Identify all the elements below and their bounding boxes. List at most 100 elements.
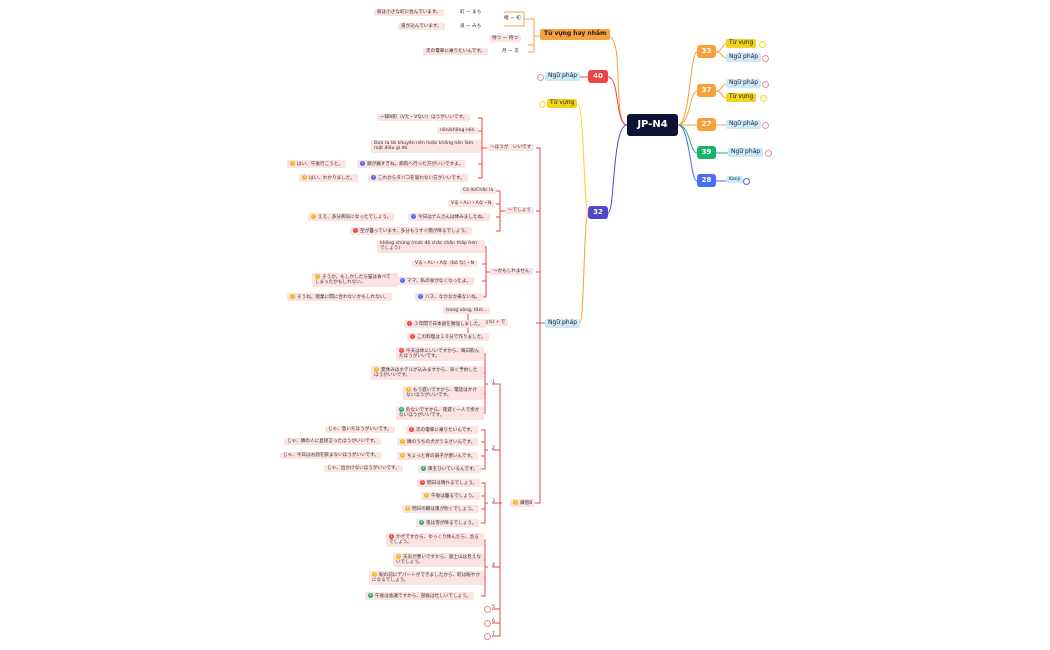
practice-number-3[interactable]: 3 (492, 499, 495, 504)
grammar-kamo-meaning: không chừng (mức độ chắc chắn thấp hơn で… (377, 240, 485, 253)
collapse-toggle[interactable] (762, 81, 769, 88)
vocab-sentence-1: 彼は小さな町に住んでいます。 (374, 9, 444, 17)
grammar-hou-explain: Đưa ra lời khuyên nên hoặc không nên làm… (371, 140, 481, 153)
grammar-quantity-de[interactable]: lượng từ + で (472, 319, 509, 327)
hub-39[interactable]: 39 (697, 146, 716, 159)
vocab-sentence-2: 道が込んでいます。 (398, 23, 445, 31)
example-text: 今日はナムさんは休みましたね。 (418, 215, 487, 220)
example-text: 午後は会議ですから、部長は忙しいでしょう。 (375, 594, 472, 599)
collapse-toggle[interactable] (539, 101, 546, 108)
practice-b[interactable]: !練習B (510, 499, 536, 508)
hub-28[interactable]: 28 (697, 174, 716, 187)
example-text: ママ、私の食がなくなったよ。 (407, 279, 472, 284)
example-text: 天気が悪いですから、富士山は見えないでしょう。 (396, 555, 481, 566)
example-text: 午後は曇るでしょう。 (431, 494, 477, 499)
info-icon: 1 (420, 480, 425, 485)
grammar-deshou-answer-1: !ええ、多分病気になったでしょう。 (308, 213, 395, 222)
grammar-hou-ga-ii[interactable]: 〜ほうが いいです (487, 144, 535, 152)
example-text: バス、なかなか来ないね。 (425, 295, 481, 300)
info-icon: i (360, 161, 365, 166)
reply-icon: ! (290, 161, 295, 166)
hub-37[interactable]: 37 (697, 84, 716, 97)
practice-number-1[interactable]: 1 (492, 380, 495, 385)
vocab-group-1[interactable]: 緒 ー 初 (504, 16, 521, 21)
example-text: 隣のうちの犬がうるさいんです。 (407, 440, 476, 445)
collapse-toggle[interactable] (484, 606, 491, 613)
collapse-toggle[interactable] (484, 620, 491, 627)
reply-icon: ! (302, 175, 307, 180)
info-icon: 2 (374, 367, 379, 372)
practice-label: 練習B (520, 501, 533, 506)
example-text: そうか。もしかしたら猫は食べてしまったかもしれない。 (315, 275, 391, 286)
root-node[interactable]: JP-N4 (627, 114, 678, 136)
topic-tu-vung-32[interactable]: Từ vựng (547, 99, 578, 108)
topic-tu-vung-33[interactable]: Từ vựng (726, 39, 757, 48)
hub-32[interactable]: 32 (588, 206, 608, 219)
collapse-toggle[interactable] (484, 633, 491, 640)
topic-vocab-confusing[interactable]: Từ vựng hay nhầm (540, 29, 611, 40)
info-icon: 4 (421, 466, 426, 471)
topic-ngu-phap-32[interactable]: Ngữ pháp (545, 319, 581, 328)
example-text: これからタバコを吸わない方がいいです。 (378, 176, 465, 181)
grammar-deshou-form: Vる・Aい・Aな・N (448, 200, 495, 208)
collapse-toggle[interactable] (765, 150, 772, 157)
practice-number-4[interactable]: 4 (492, 563, 495, 568)
info-icon: i (418, 294, 423, 299)
grammar-hou-answer-1: !はい、午後行こうと。 (287, 160, 346, 169)
hub-33[interactable]: 33 (697, 45, 716, 58)
grammar-deshou[interactable]: 〜でしょう (505, 207, 534, 215)
topic-ngu-phap-40[interactable]: Ngữ pháp (545, 72, 581, 81)
info-icon: i (371, 175, 376, 180)
topic-ngu-phap-39[interactable]: Ngữ pháp (728, 148, 764, 157)
grammar-kamoshiremasen[interactable]: 〜かもしれません (490, 268, 533, 276)
topic-ngu-phap-37[interactable]: Ngữ pháp (726, 79, 762, 88)
vocab-kanji-3: 月 ー 次 (502, 49, 519, 54)
example-text: はい、わかりました。 (309, 176, 355, 181)
practice-number-6[interactable]: 6 (492, 619, 495, 624)
note-icon: ! (513, 500, 518, 505)
collapse-toggle[interactable] (762, 55, 769, 62)
hub-40[interactable]: 40 (588, 70, 608, 83)
topic-ngu-phap-33[interactable]: Ngữ pháp (726, 53, 762, 62)
example-text: 次の電車に乗りたいんです。 (416, 428, 476, 433)
info-icon: 2 (400, 439, 405, 444)
practice-2d-reply: じゃ、出かけないほうがいいです。 (324, 465, 403, 473)
vocab-group-2[interactable]: 待つ ー 待つ (489, 35, 521, 43)
topic-tu-vung-37[interactable]: Từ vựng (726, 93, 757, 102)
grammar-hou-answer-2: !はい、わかりました。 (299, 174, 358, 183)
vocab-kanji-2: 道 ー みち (460, 24, 482, 29)
reply-icon: ! (290, 294, 295, 299)
collapse-toggle[interactable] (760, 95, 767, 102)
example-text: はい、午後行こうと。 (297, 162, 343, 167)
vocab-sentence-3: 次の電車に乗りたいんです。 (423, 48, 489, 56)
collapse-toggle[interactable] (743, 178, 750, 185)
collapse-toggle[interactable] (762, 122, 769, 129)
hub-27[interactable]: 27 (697, 118, 716, 131)
info-icon: 3 (372, 572, 377, 577)
collapse-toggle[interactable] (759, 41, 766, 48)
practice-number-7[interactable]: 7 (492, 632, 495, 637)
example-text: 風をひいているんです。 (428, 467, 478, 472)
grammar-hou-meaning: nên/không nên (437, 127, 478, 135)
practice-number-5[interactable]: 5 (492, 605, 495, 610)
grammar-hou-form: 一辞N形（Vた・Vない）ほうがいいです。 (377, 114, 471, 122)
practice-number-2[interactable]: 2 (492, 446, 495, 451)
topic-ngu-phap-27[interactable]: Ngữ pháp (726, 120, 762, 129)
collapse-toggle[interactable] (537, 74, 544, 81)
grammar-kamo-answer-2: !そうね。授業に間に合わないかもしれない。 (287, 293, 392, 302)
topic-kanji-28[interactable]: Kanji (726, 176, 744, 184)
